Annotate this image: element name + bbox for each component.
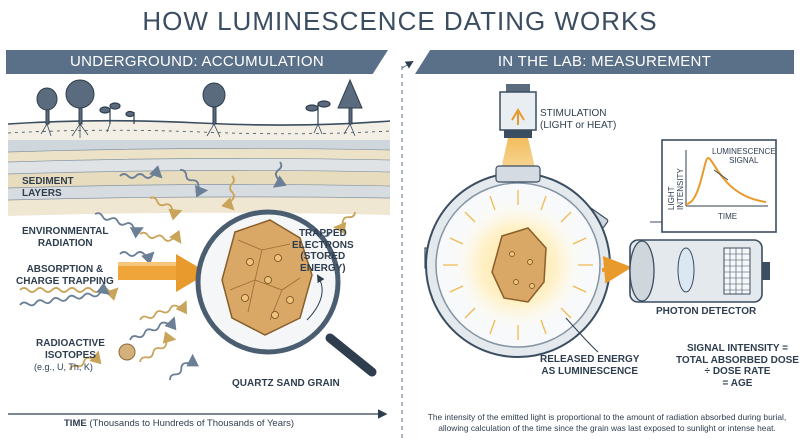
light-intensity-label: LIGHT INTENSITY <box>667 168 686 210</box>
page-title: HOW LUMINESCENCE DATING WORKS <box>142 6 658 36</box>
glow-rays <box>443 190 593 340</box>
time-axis-label: TIME (Thousands to Hundreds of Thousands… <box>64 418 294 429</box>
underground-banner: UNDERGROUND: ACCUMULATION <box>6 50 388 74</box>
released-pointer <box>565 317 599 353</box>
quartz-grain-label: QUARTZ SAND GRAIN <box>232 378 340 389</box>
absorption-arrow <box>118 254 208 292</box>
age-equation: SIGNAL INTENSITY = TOTAL ABSORBED DOSE ÷… <box>676 343 799 389</box>
chart-time-label: TIME <box>718 212 738 221</box>
lamp-icon <box>499 84 537 138</box>
photon-detector-icon <box>629 239 770 303</box>
quartz-grain-icon <box>221 219 313 336</box>
photon-detector-label: PHOTON DETECTOR <box>656 306 757 317</box>
lab-banner: IN THE LAB: MEASUREMENT <box>415 50 794 74</box>
absorption-label: ABSORPTION & CHARGE TRAPPING <box>16 264 114 287</box>
radioactive-isotopes-label: RADIOACTIVE ISOTOPES <box>36 338 105 361</box>
environmental-radiation-label: ENVIRONMENTAL RADIATION <box>22 226 109 249</box>
luminescence-signal-label: LUMINESCENCE SIGNAL <box>712 147 776 166</box>
time-label: TIME <box>64 418 87 429</box>
released-energy-label: RELEASED ENERGY AS LUMINESCENCE <box>540 354 640 377</box>
isotopes-example: (e.g., U, Th, K) <box>34 362 93 372</box>
ground-surface <box>7 119 391 140</box>
footnote: The intensity of the emitted light is pr… <box>427 412 787 433</box>
time-detail: (Thousands to Hundreds of Thousands of Y… <box>89 418 295 429</box>
tree-icon <box>36 78 363 125</box>
trapped-electrons-label: TRAPPED ELECTRONS (STORED ENERGY) <box>292 228 354 274</box>
photon-arrow <box>601 255 632 284</box>
sediment-layers-label: SEDIMENT LAYERS <box>22 176 74 199</box>
isotope-icon <box>118 343 136 361</box>
roots <box>40 123 356 138</box>
lab-grain-icon <box>491 227 547 303</box>
plant-icon <box>99 100 331 124</box>
stimulation-label: STIMULATION (LIGHT or HEAT) <box>540 108 617 131</box>
signal-chart <box>661 139 777 233</box>
trapped-pointer <box>306 274 325 321</box>
